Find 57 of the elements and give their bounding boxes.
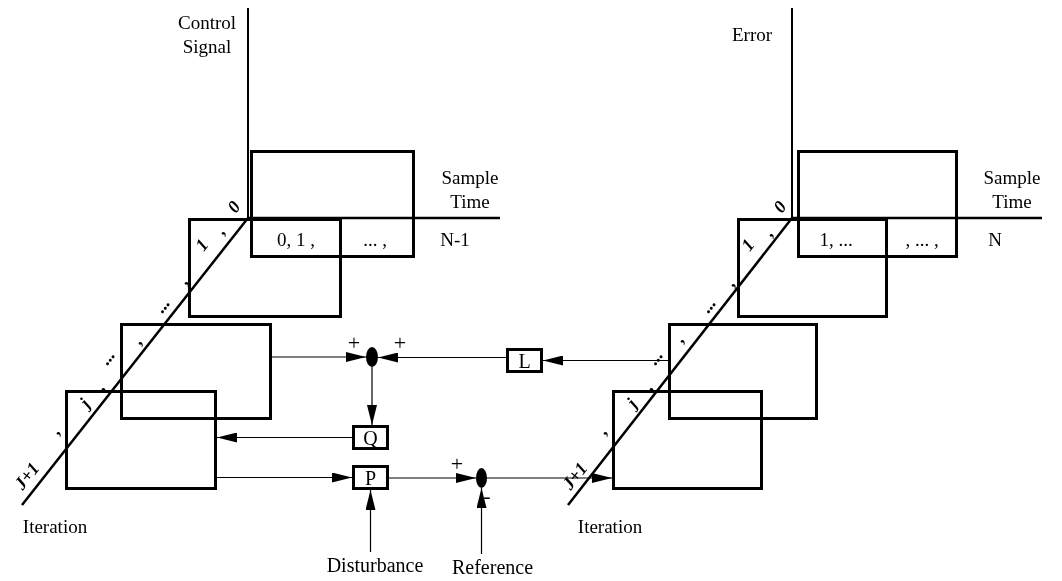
iteration-tick: ... [94, 344, 120, 370]
arrow [377, 352, 507, 363]
sign-label: + [393, 329, 407, 357]
iteration-tick: 1 [736, 234, 760, 256]
iteration-tick: , [719, 273, 741, 291]
iteration-tick: , [126, 331, 148, 349]
arrow [271, 352, 367, 362]
arrow [486, 473, 613, 483]
summing-junction [366, 347, 378, 367]
input-label: Disturbance [325, 552, 425, 578]
signal-frame [737, 218, 888, 318]
signal-frame [120, 323, 272, 420]
sign-label: + [347, 329, 361, 357]
sign-label: - [483, 482, 491, 510]
block-box: Q [352, 425, 389, 450]
sample-tick: N [988, 228, 1002, 252]
signal-frame [250, 150, 415, 258]
iteration-tick: J+1 [9, 457, 45, 495]
sample-tick: N-1 [440, 228, 470, 252]
signal-frame [612, 390, 763, 490]
sample-tick: ... , [363, 228, 387, 252]
iteration-tick: ... [149, 292, 175, 318]
iteration-tick: j [74, 394, 96, 412]
iteration-tick: , [757, 223, 779, 241]
iteration-tick: j [621, 394, 643, 412]
arrow [542, 355, 669, 366]
axis-label: Iteration [22, 515, 88, 539]
arrow [365, 489, 376, 553]
input-label: Reference [440, 554, 545, 580]
signal-frame [65, 390, 217, 490]
summing-junction [476, 468, 487, 488]
signal-frame [797, 150, 958, 258]
arrow [216, 472, 353, 483]
iteration-tick: , [44, 421, 66, 439]
sample-tick: , ... , [905, 228, 939, 252]
axis-label: Sample Time [440, 166, 500, 214]
arrow [367, 366, 377, 426]
axis-label: Error [731, 23, 773, 47]
signal-frame [188, 218, 342, 318]
iteration-tick: 0 [768, 196, 792, 218]
block-box: L [506, 348, 543, 373]
arrow [476, 487, 487, 555]
axis-label: Sample Time [982, 166, 1042, 214]
axis-label: Control Signal [176, 11, 238, 59]
iteration-tick: 0 [222, 196, 246, 218]
arrow [216, 432, 353, 443]
arrow [388, 473, 477, 483]
axis-label: Iteration [577, 515, 643, 539]
signal-frame [668, 323, 818, 420]
sample-tick: 1, ... [819, 228, 853, 252]
iteration-tick: , [591, 421, 613, 439]
block-box: P [352, 465, 389, 490]
iteration-tick: ... [695, 292, 721, 318]
sign-label: + [450, 450, 464, 478]
iteration-tick: , [668, 329, 690, 347]
iteration-tick: J+1 [557, 457, 593, 495]
sample-tick: 0, 1 , [277, 228, 315, 252]
